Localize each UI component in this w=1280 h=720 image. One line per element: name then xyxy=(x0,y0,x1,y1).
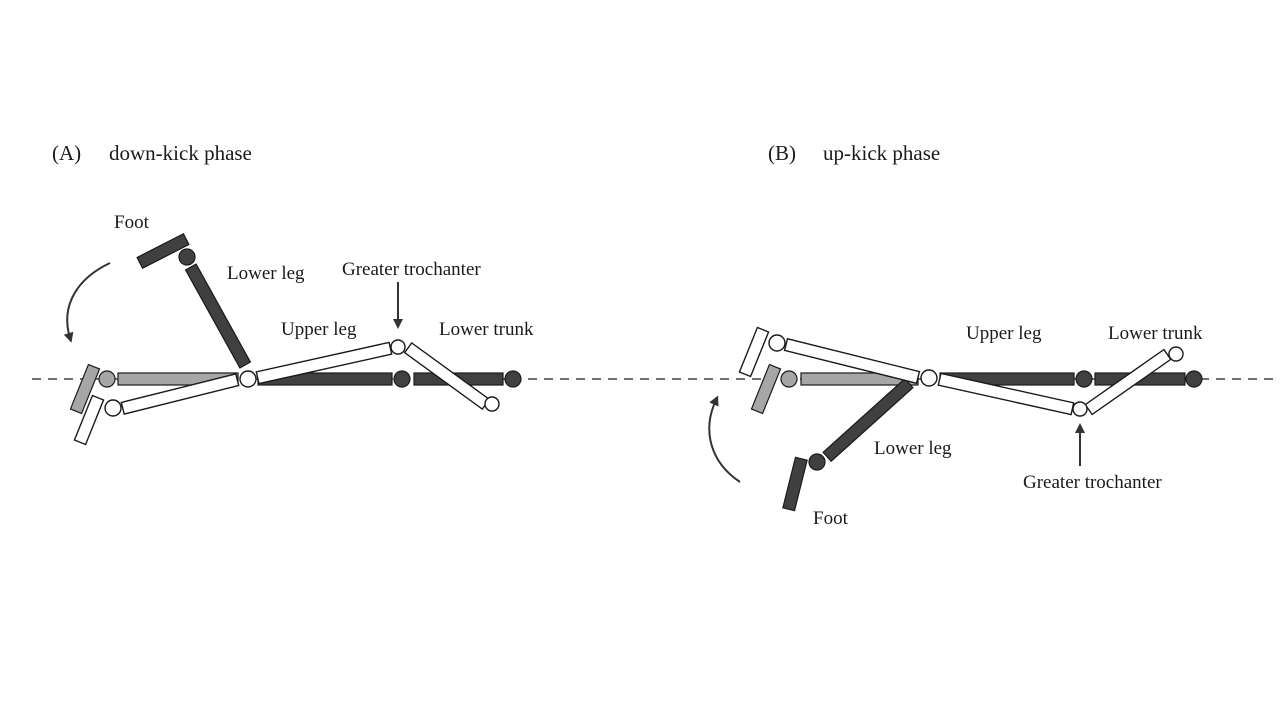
panel-a-title: down-kick phase xyxy=(109,141,252,165)
panel-b-greater-trochanter-joint xyxy=(1072,401,1088,417)
panel-a-trunk-end-joint xyxy=(504,370,522,388)
panel-b: (B) up-kick phase Upper leg Lower trunk … xyxy=(708,141,1203,529)
panel-b-title: up-kick phase xyxy=(823,141,940,165)
panel-b-label-greater-trochanter: Greater trochanter xyxy=(1023,472,1162,493)
panel-b-motion-arrow xyxy=(708,395,741,483)
panel-a-ankle-joint-current xyxy=(104,399,122,417)
panel-a-greater-trochanter-joint xyxy=(390,339,406,355)
panel-b-label-lower-trunk: Lower trunk xyxy=(1108,323,1203,344)
panel-a-foot-current xyxy=(73,394,105,446)
panel-b-lower-leg-lowered xyxy=(822,377,914,463)
panel-a-label-upper-leg: Upper leg xyxy=(281,319,357,340)
panel-b-trunk-end-joint xyxy=(1185,370,1203,388)
panel-b-hip-joint-reference xyxy=(1075,370,1093,388)
panel-b-foot-lowered xyxy=(782,456,808,512)
panel-b-label-upper-leg: Upper leg xyxy=(966,323,1042,344)
panel-b-foot-current xyxy=(738,326,770,378)
panel-a-lower-leg-raised xyxy=(184,263,252,369)
panel-b-lower-leg-current xyxy=(783,337,921,385)
panel-a-ankle-joint-reference xyxy=(98,370,116,388)
panel-b-trunk-end-current xyxy=(1168,346,1184,362)
panel-b-foot-reference xyxy=(750,363,782,415)
panel-b-knee-joint xyxy=(920,369,938,387)
panel-b-label-foot: Foot xyxy=(813,508,849,529)
panel-a-label-lower-leg: Lower leg xyxy=(227,263,305,284)
panel-a-foot-reference xyxy=(69,363,101,415)
panel-b-ankle-joint-current xyxy=(768,334,786,352)
panel-a-label-foot: Foot xyxy=(114,212,150,233)
panel-b-tag: (B) xyxy=(768,141,796,165)
panel-b-label-lower-leg: Lower leg xyxy=(874,438,952,459)
panel-a-hip-joint-reference xyxy=(393,370,411,388)
panel-a-trunk-end-current xyxy=(484,396,500,412)
panel-b-lower-trunk-current xyxy=(1084,348,1172,416)
panel-a-upper-leg-current xyxy=(255,341,393,385)
panel-a-label-greater-trochanter: Greater trochanter xyxy=(342,259,481,280)
panel-a: (A) down-kick phase Foot Lower leg Great… xyxy=(52,141,534,446)
panel-b-ankle-joint-reference xyxy=(780,370,798,388)
panel-a-lower-leg-current xyxy=(120,373,240,415)
panel-a-motion-arrow xyxy=(63,262,111,343)
panel-a-ankle-joint-raised xyxy=(178,248,196,266)
panel-a-label-lower-trunk: Lower trunk xyxy=(439,319,534,340)
panel-a-knee-joint xyxy=(239,370,257,388)
panel-b-ankle-joint-lowered xyxy=(808,453,826,471)
panel-a-tag: (A) xyxy=(52,141,81,165)
panel-a-foot-raised xyxy=(136,233,190,269)
